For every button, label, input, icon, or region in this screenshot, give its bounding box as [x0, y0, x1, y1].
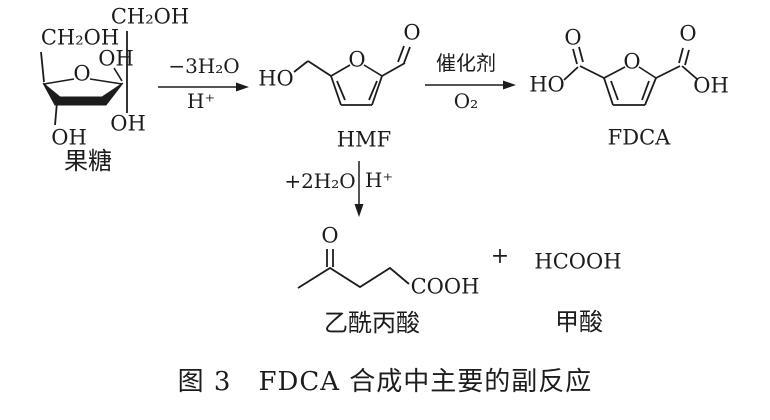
oxidation-condition-below: O₂	[453, 89, 479, 113]
fdca-oh-label: OH	[693, 73, 729, 98]
oxidation-arrow	[425, 80, 516, 90]
oxidation-condition-above: 催化剂	[436, 51, 496, 75]
fructose-name-label: 果糖	[64, 147, 112, 175]
hmf-name-label: HMF	[336, 127, 392, 152]
levulinic-carbonyl-oxygen-label: O	[321, 223, 339, 248]
hmf-skeleton	[293, 45, 411, 106]
dehydration-condition-below: H⁺	[187, 89, 215, 113]
fructose-ch2oh-left-label: CH₂OH	[40, 25, 120, 50]
levulinic-name-label: 乙酰丙酸	[324, 309, 420, 337]
levulinic-cooh-label: COOH	[410, 274, 480, 299]
hydration-condition-right: H⁺	[365, 168, 393, 192]
hmf-ho-label: HO	[258, 66, 294, 91]
fructose-ring-oxygen-label: O	[73, 61, 91, 86]
hmf-aldehyde-oxygen-label: O	[403, 20, 421, 45]
formic-acid-formula: HCOOH	[534, 249, 622, 274]
fdca-ho-label: HO	[529, 72, 565, 97]
formic-acid-name-label: 甲酸	[555, 308, 603, 336]
fdca-skeleton	[563, 46, 698, 106]
hmf-ring-oxygen-label: O	[348, 47, 366, 72]
fdca-carbonyl-oxygen-right-label: O	[679, 21, 697, 46]
fdca-name-label: FDCA	[607, 125, 671, 150]
levulinic-acid-skeleton	[297, 249, 410, 289]
hydration-condition-left: +2H₂O	[284, 169, 356, 193]
fdca-ring-oxygen-label: O	[623, 49, 641, 74]
fructose-ch2oh-top-label: CH₂OH	[110, 4, 190, 29]
fructose-oh-anomeric-label: OH	[98, 46, 134, 71]
dehydration-condition-above: −3H₂O	[168, 54, 240, 78]
fructose-skeleton	[40, 31, 128, 126]
dehydration-arrow	[158, 82, 249, 92]
hydration-arrow	[354, 161, 364, 217]
fructose-oh-bottom-left-label: OH	[51, 125, 87, 150]
fructose-oh-bottom-right-label: OH	[110, 111, 146, 136]
figure-caption: 图 3 FDCA 合成中主要的副反应	[177, 367, 593, 397]
fdca-carbonyl-oxygen-left-label: O	[564, 25, 582, 50]
plus-sign: +	[490, 244, 510, 269]
